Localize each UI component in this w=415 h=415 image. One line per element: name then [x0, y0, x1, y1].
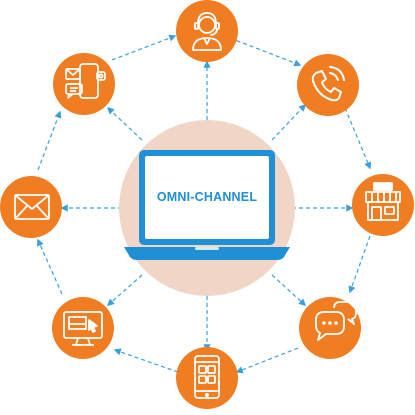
channel-phone	[297, 54, 359, 116]
channel-web	[52, 297, 114, 359]
connector-agent-phone	[229, 37, 302, 67]
spoke-phone	[271, 103, 306, 141]
channel-mobile-app	[176, 347, 238, 409]
hub-spokes	[60, 60, 354, 352]
laptop-icon	[124, 150, 290, 260]
connector-store-chat	[348, 235, 371, 294]
connector-email-social	[37, 110, 62, 171]
channel-social-messaging	[53, 53, 115, 115]
spoke-web	[106, 274, 143, 306]
ring-connectors	[37, 34, 372, 374]
channel-chat	[299, 297, 361, 359]
spoke-social	[106, 107, 143, 141]
connector-chat-mobile	[235, 347, 299, 374]
channel-store	[352, 174, 414, 236]
mobile-app-icon	[194, 355, 220, 399]
channel-email	[0, 176, 62, 238]
chat-bubbles-icon	[315, 301, 357, 341]
storefront-icon	[365, 182, 401, 221]
center-label: OMNI-CHANNEL	[157, 190, 257, 204]
connector-social-agent	[111, 34, 177, 61]
email-envelope-icon	[14, 194, 50, 220]
connector-web-email	[37, 238, 63, 295]
web-desktop-icon	[63, 311, 103, 346]
spoke-chat	[271, 274, 307, 306]
mobile-messaging-icon	[65, 63, 106, 99]
connector-mobile-web	[113, 348, 179, 373]
phone-call-icon	[311, 66, 345, 102]
connector-phone-store	[344, 107, 372, 170]
channel-agent	[176, 0, 238, 62]
customer-agent-icon	[192, 12, 222, 51]
